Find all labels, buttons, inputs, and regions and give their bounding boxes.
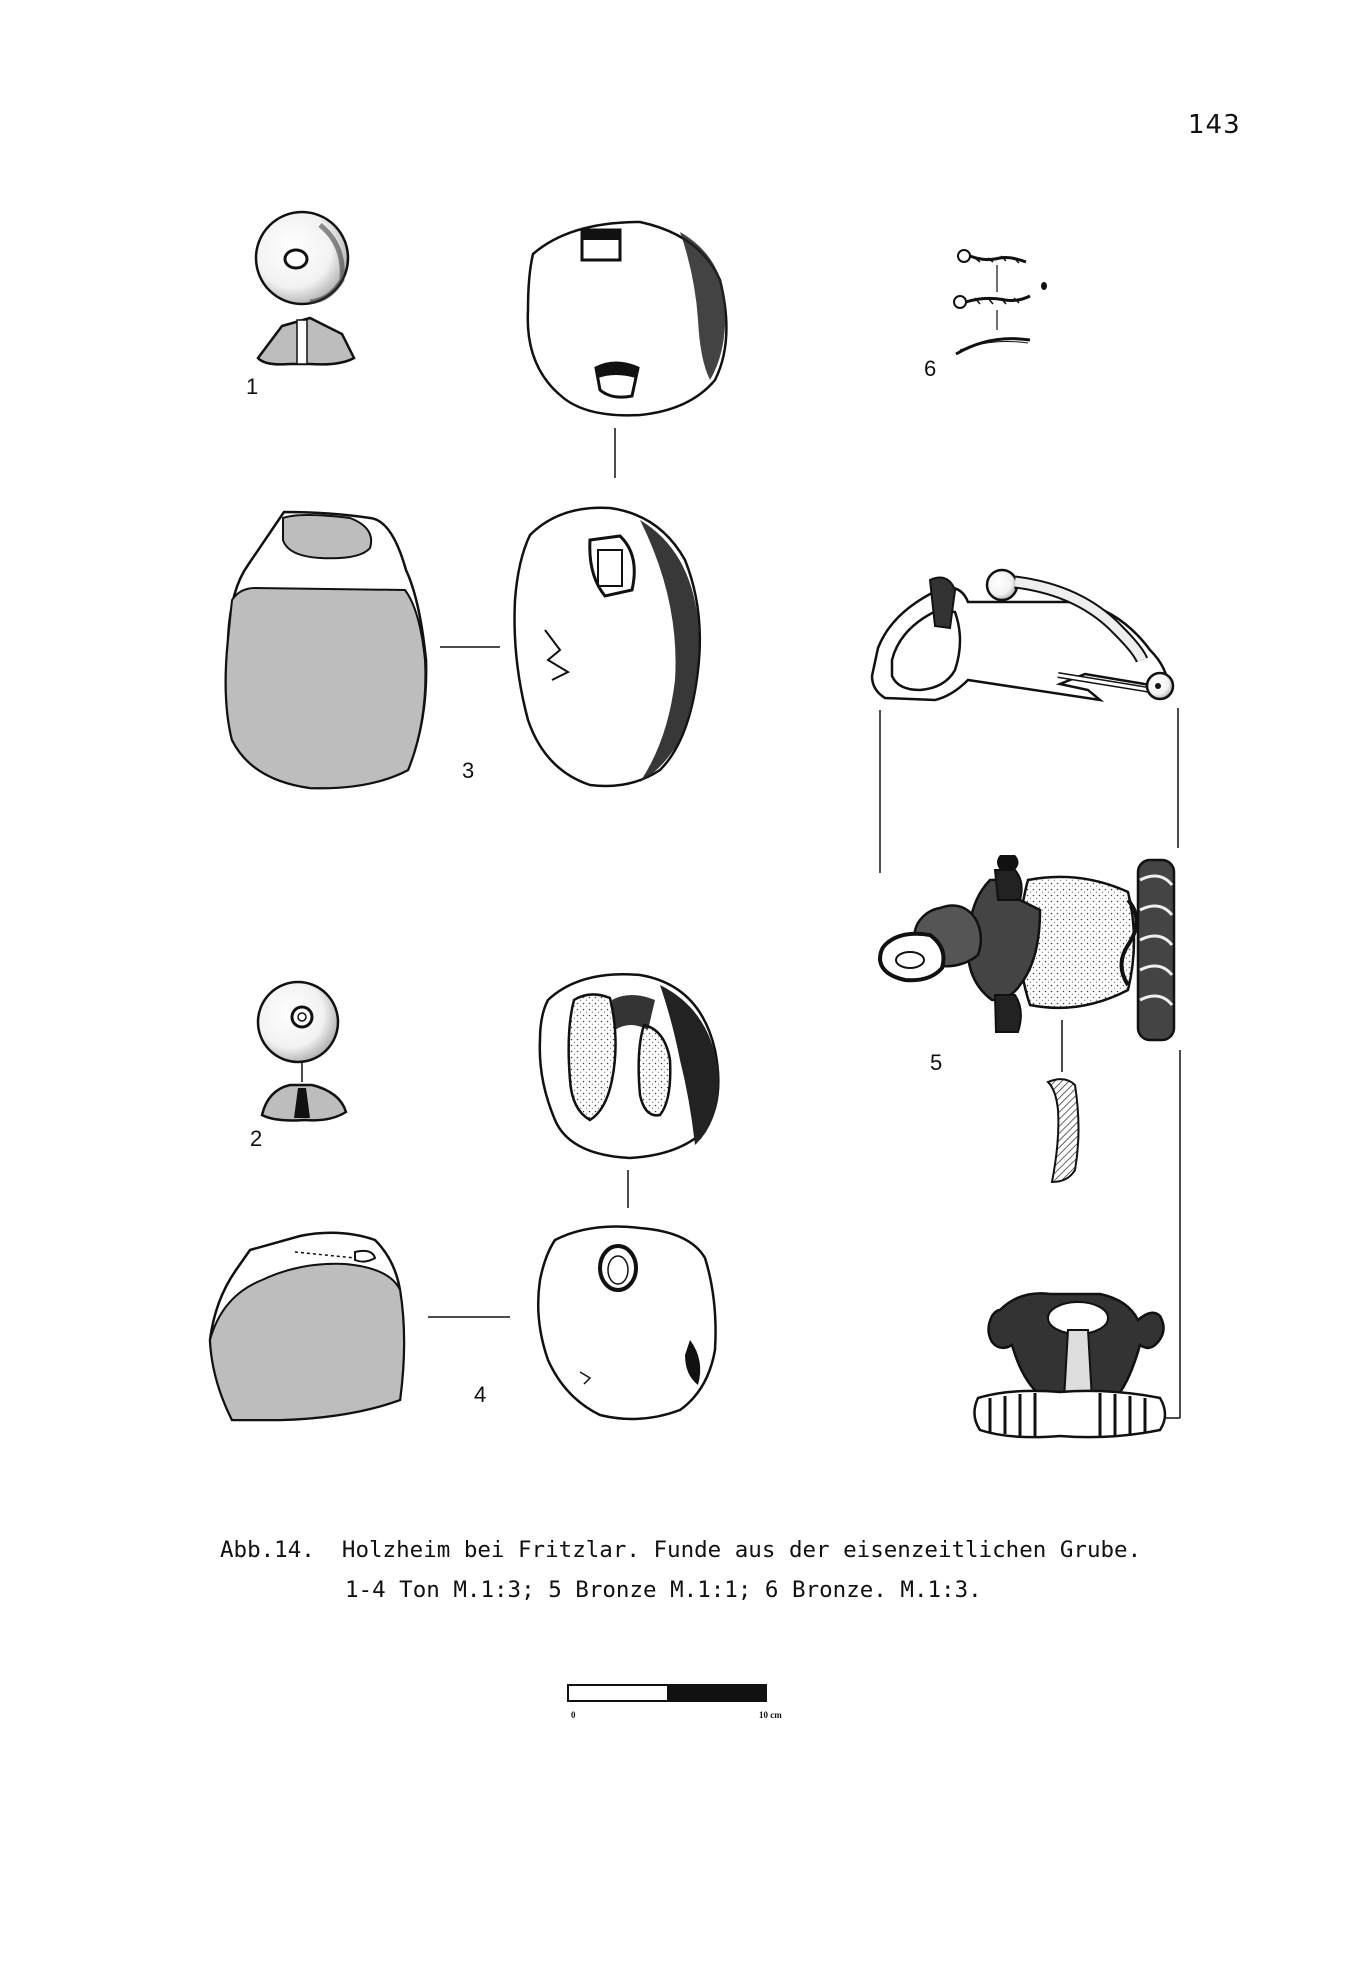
object-3-loom-weight: [224, 220, 728, 790]
figure-label-2: 2: [250, 1126, 262, 1151]
scale-bar-white-segment: [569, 1686, 668, 1700]
object-2-spindle-whorl: [256, 980, 348, 1122]
object-5-bronze-fibula: [870, 568, 1181, 1439]
figure-label-4: 4: [474, 1382, 486, 1407]
scale-bar-black-segment: [667, 1686, 765, 1700]
figure-label-6: 6: [924, 356, 936, 381]
page-number: 143: [1188, 110, 1241, 140]
object-4-loom-weight: [208, 973, 720, 1422]
figure-caption: Abb.14. Holzheim bei Fritzlar. Funde aus…: [220, 1530, 1220, 1610]
caption-line-1: Abb.14. Holzheim bei Fritzlar. Funde aus…: [220, 1537, 1142, 1563]
figure-label-5: 5: [930, 1050, 942, 1075]
scale-start-label: 0: [571, 1710, 576, 1720]
caption-line-2: 1-4 Ton M.1:3; 5 Bronze M.1:1; 6 Bronze.…: [345, 1577, 982, 1603]
object-1-spindle-whorl: [254, 210, 356, 366]
scale-bar: [567, 1684, 767, 1702]
object-6-bronze-wire-fragments: [953, 249, 1047, 356]
scale-end-label: 10 cm: [759, 1710, 782, 1720]
figure-label-3: 3: [462, 758, 474, 783]
figure-label-1: 1: [246, 374, 258, 399]
